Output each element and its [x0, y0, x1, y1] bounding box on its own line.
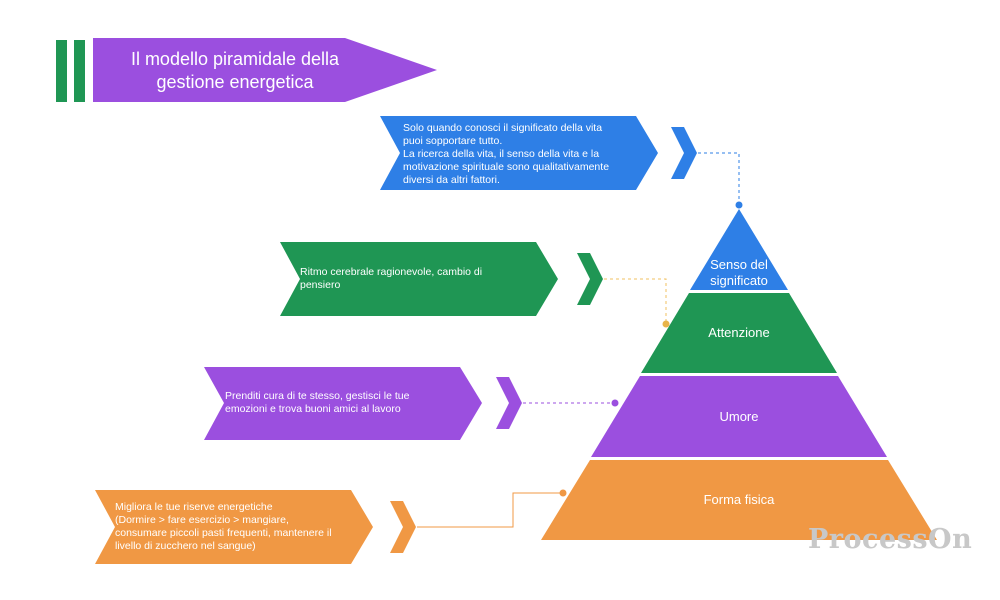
connector-dot-2 [662, 320, 670, 328]
connector-4 [417, 492, 563, 528]
title-accent-bar-right [74, 40, 85, 102]
connector-dot-1 [735, 201, 743, 209]
card-shape-3 [204, 367, 482, 440]
card-text-2: Ritmo cerebrale ragionevole, cambio di p… [300, 266, 483, 291]
connector-dot-3 [611, 399, 619, 407]
card-shape-2 [280, 242, 558, 316]
card-shape-4 [95, 490, 373, 564]
pyramid-label-4: Forma fisica [703, 492, 775, 507]
card-shape-1 [380, 116, 658, 190]
title-banner [93, 38, 437, 102]
pyramid-tier-4 [541, 460, 937, 540]
card-text-1: Solo quando conosci il significato della… [403, 122, 610, 186]
pyramid-label-3: Umore [719, 409, 759, 424]
chevron-icon-3 [496, 377, 522, 429]
title-accent-bar-left [56, 40, 67, 102]
pyramid-tier-3 [591, 376, 887, 457]
chevron-icon-4 [390, 501, 416, 553]
page-title: Il modello piramidale della gestione ene… [130, 49, 340, 92]
connector-2 [604, 278, 667, 324]
card-text-4: Migliora le tue riserve energetiche (Dor… [115, 501, 332, 552]
connector-1 [698, 152, 740, 205]
pyramid-label-2: Attenzione [708, 325, 770, 340]
processon-watermark: ProcessOn [808, 524, 973, 555]
chevron-icon-1 [671, 127, 697, 179]
chevron-icon-2 [577, 253, 603, 305]
pyramid-label-1: Senso del significato [710, 257, 768, 288]
card-text-3: Prenditi cura di te stesso, gestisci le … [225, 390, 410, 415]
connector-dot-4 [559, 489, 567, 497]
pyramid-tier-2 [641, 293, 837, 373]
pyramid-tier-1 [690, 209, 788, 290]
